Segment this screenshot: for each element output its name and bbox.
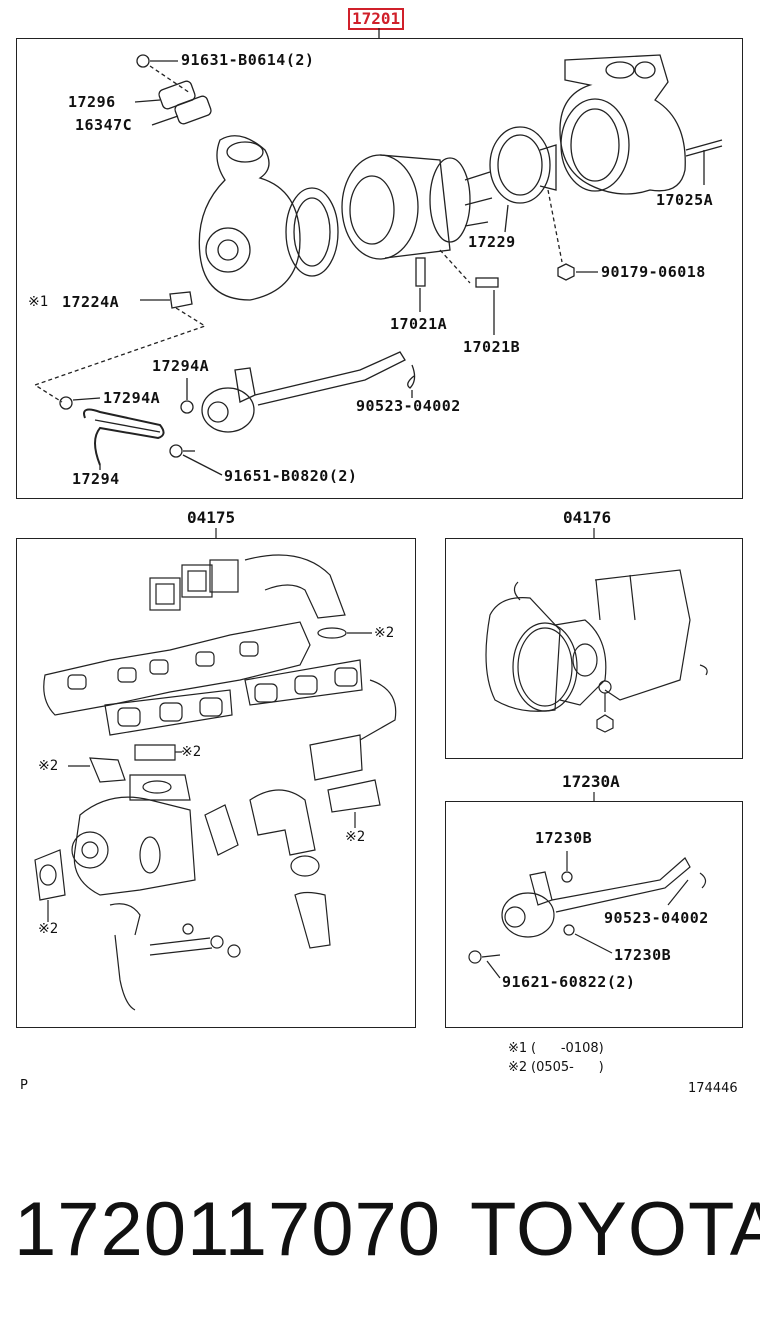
kit-04176-title[interactable]: 04176 bbox=[563, 508, 612, 527]
main-assembly-frame bbox=[16, 38, 743, 499]
footer-part-number: 1720117070 bbox=[14, 1187, 442, 1272]
callout-17224a[interactable]: 17224A bbox=[62, 293, 120, 311]
kit-04175-mark-bottom: ※2 bbox=[38, 921, 59, 937]
note1-text: ( -0108) bbox=[531, 1041, 604, 1056]
note2-text: (0505- ) bbox=[531, 1060, 604, 1075]
callout-17021b[interactable]: 17021B bbox=[463, 338, 521, 356]
footer-brand: TOYOTA bbox=[470, 1187, 760, 1272]
callout-17294a-top[interactable]: 17294A bbox=[152, 357, 210, 375]
kit-04175-mark-right: ※2 bbox=[345, 829, 366, 845]
callout-90523-04002[interactable]: 90523-04002 bbox=[356, 397, 461, 415]
callout-17025a[interactable]: 17025A bbox=[656, 191, 714, 209]
note2-mark: ※2 bbox=[508, 1060, 528, 1075]
note1-mark-17224a: ※1 bbox=[28, 294, 49, 310]
callout-17230b[interactable]: 17230B bbox=[614, 946, 672, 964]
kit-04175-mark-left: ※2 bbox=[38, 758, 59, 774]
callout-90179-06018[interactable]: 90179-06018 bbox=[601, 263, 706, 281]
main-assembly-part-number[interactable]: 17201 bbox=[348, 8, 405, 30]
callout-91621-60822[interactable]: 91621-60822(2) bbox=[502, 973, 636, 991]
callout-17230b-top[interactable]: 17230B bbox=[535, 829, 593, 847]
callout-17230a-90523-04002[interactable]: 90523-04002 bbox=[604, 909, 709, 927]
kit-04175-title[interactable]: 04175 bbox=[187, 508, 236, 527]
kit-17230a-frame bbox=[445, 801, 743, 1028]
kit-04175-mark-center: ※2 bbox=[181, 744, 202, 760]
diagram-id: 174446 bbox=[688, 1081, 738, 1096]
callout-17294[interactable]: 17294 bbox=[72, 470, 120, 488]
callout-17229[interactable]: 17229 bbox=[468, 233, 516, 251]
note1-mark: ※1 bbox=[508, 1041, 528, 1056]
callout-17296[interactable]: 17296 bbox=[68, 93, 116, 111]
kit-17230a-title[interactable]: 17230A bbox=[562, 772, 620, 791]
corner-left-label: P bbox=[20, 1078, 28, 1093]
callout-91651-b0820[interactable]: 91651-B0820(2) bbox=[224, 467, 358, 485]
callout-17021a[interactable]: 17021A bbox=[390, 315, 448, 333]
callout-16347c[interactable]: 16347C bbox=[75, 116, 133, 134]
kit-04176-frame bbox=[445, 538, 743, 759]
callout-91631-b0614[interactable]: 91631-B0614(2) bbox=[181, 51, 315, 69]
kit-04175-frame bbox=[16, 538, 416, 1028]
kit-04175-mark-pipe: ※2 bbox=[374, 625, 395, 641]
callout-17294a[interactable]: 17294A bbox=[103, 389, 161, 407]
